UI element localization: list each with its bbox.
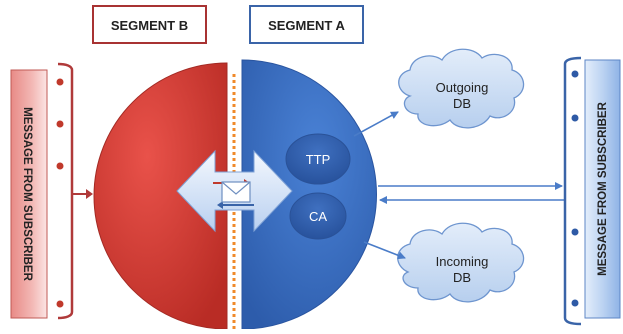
- right-panel-box: [584, 59, 621, 319]
- bullet-dot: [571, 299, 579, 307]
- outgoing-db-line2: DB: [453, 96, 471, 111]
- bullet-dot: [56, 120, 64, 128]
- bullet-dot: [56, 162, 64, 170]
- ca-node: CA: [289, 192, 347, 240]
- outgoing-connector: [353, 111, 399, 137]
- incoming-connector: [363, 241, 406, 260]
- incoming-db-cloud: Incoming DB: [397, 222, 525, 303]
- left-panel-label: MESSAGE FROM SUBSCRIBER: [21, 107, 33, 281]
- ttp-node: TTP: [285, 133, 351, 185]
- incoming-db-line2: DB: [453, 270, 471, 285]
- outgoing-db-line1: Outgoing: [436, 80, 489, 95]
- segment-b-label: SEGMENT B: [111, 18, 188, 33]
- segment-a-label: SEGMENT A: [268, 18, 345, 33]
- outgoing-db-cloud: Outgoing DB: [398, 48, 525, 129]
- ca-label: CA: [309, 209, 327, 224]
- right-bracket: [563, 56, 582, 326]
- bullet-dot: [571, 114, 579, 122]
- right-panel-label: MESSAGE FROM SUBSCRIBER: [597, 101, 609, 275]
- bullet-dot: [56, 78, 64, 86]
- segment-b-half: [93, 62, 228, 330]
- bullet-dot: [571, 228, 579, 236]
- left-bracket: [57, 62, 74, 320]
- right-subscriber-panel: MESSAGE FROM SUBSCRIBER: [563, 56, 621, 326]
- incoming-db-line1: Incoming: [436, 254, 489, 269]
- ttp-label: TTP: [306, 152, 331, 167]
- bullet-dot: [56, 300, 64, 308]
- bullet-dot: [571, 70, 579, 78]
- left-panel-box: [10, 69, 48, 319]
- envelope-icon: [221, 181, 251, 203]
- left-input-arrowhead: [86, 189, 93, 199]
- left-subscriber-panel: MESSAGE FROM SUBSCRIBER: [10, 62, 93, 320]
- segment-a-header: SEGMENT A: [249, 5, 364, 44]
- segment-b-header: SEGMENT B: [92, 5, 207, 44]
